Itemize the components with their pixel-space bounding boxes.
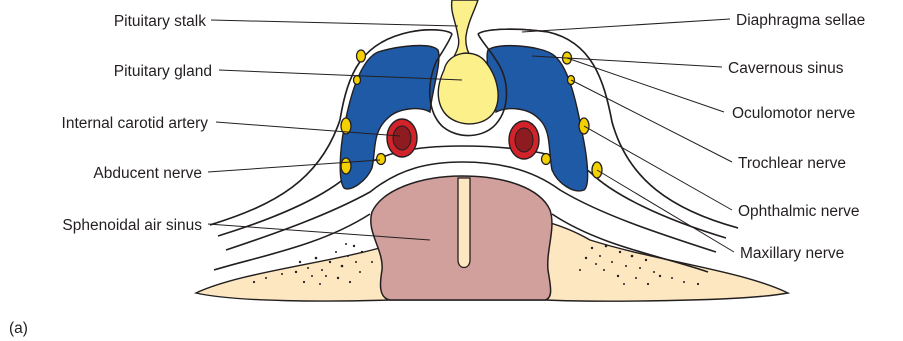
internal-carotid-artery-right xyxy=(509,121,539,159)
label-abducent-nerve: Abducent nerve xyxy=(93,165,202,182)
trochlear-nerve-left xyxy=(354,76,361,85)
label-cavernous-sinus: Cavernous sinus xyxy=(728,60,844,77)
maxillary-nerve-left xyxy=(341,158,351,174)
panel-label: (a) xyxy=(9,320,28,337)
label-diaphragma-sellae: Diaphragma sellae xyxy=(736,12,865,29)
oculomotor-nerve-left xyxy=(357,50,366,62)
label-pituitary-gland: Pituitary gland xyxy=(114,63,212,80)
label-ophthalmic-nerve: Ophthalmic nerve xyxy=(738,203,859,220)
label-maxillary-nerve: Maxillary nerve xyxy=(740,245,844,262)
abducent-nerve-left xyxy=(377,154,386,165)
label-sphenoidal-air-sinus: Sphenoidal air sinus xyxy=(62,217,202,234)
label-trochlear-nerve: Trochlear nerve xyxy=(738,155,846,172)
label-internal-carotid-artery: Internal carotid artery xyxy=(62,115,209,132)
label-pituitary-stalk: Pituitary stalk xyxy=(114,13,206,30)
label-oculomotor-nerve: Oculomotor nerve xyxy=(732,105,855,122)
abducent-nerve-right xyxy=(542,154,551,165)
sinus-septum xyxy=(458,178,470,268)
internal-carotid-artery-left xyxy=(387,119,417,157)
